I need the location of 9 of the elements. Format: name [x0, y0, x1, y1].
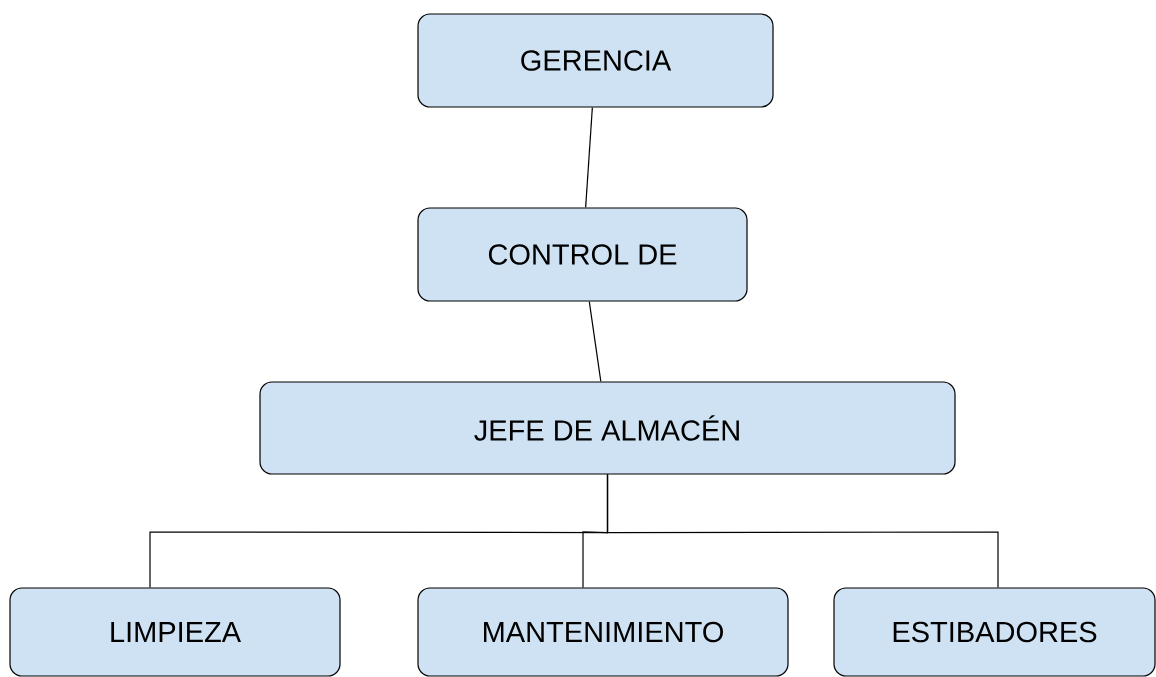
connector-line [585, 107, 593, 208]
org-box: MANTENIMIENTO [417, 587, 789, 677]
org-box: GERENCIA [417, 13, 774, 108]
org-box: LIMPIEZA [9, 587, 341, 677]
connector-line [588, 301, 602, 382]
org-box: CONTROL DE [417, 207, 748, 302]
connector-line [606, 474, 999, 588]
org-box: JEFE DE ALMACÉN [259, 381, 956, 475]
org-box: ESTIBADORES [833, 587, 1156, 677]
